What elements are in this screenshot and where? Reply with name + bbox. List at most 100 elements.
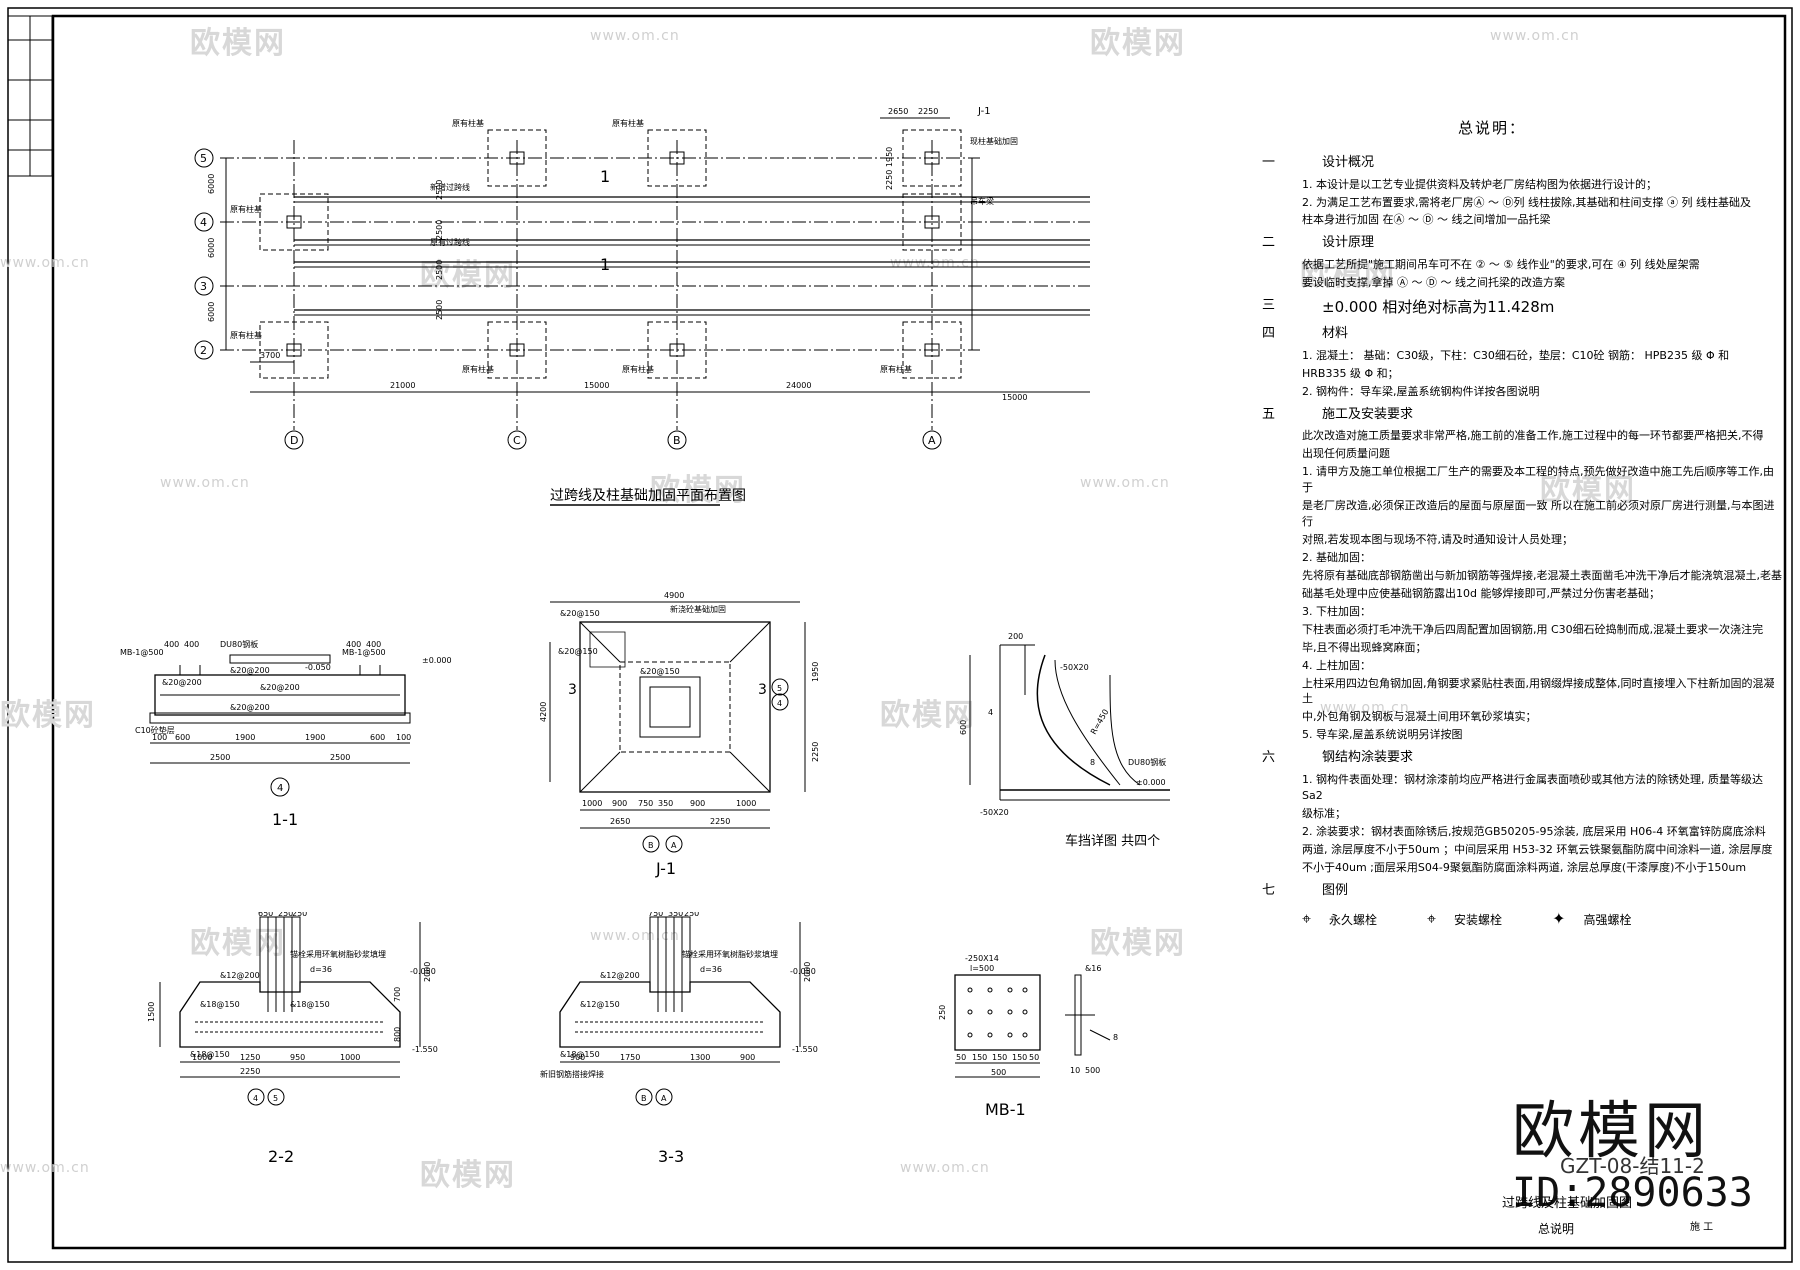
watermark-url: www.om.cn <box>0 1160 90 1176</box>
label: l=500 <box>970 964 994 973</box>
axis-5: 5 <box>200 152 207 165</box>
watermark-brand: 欧模网 <box>1090 26 1186 61</box>
dim-right: 2000 <box>803 962 812 982</box>
axis: B <box>641 1094 647 1103</box>
notes-section-heading: 七 图例 <box>1262 882 1782 901</box>
label: -50X20 <box>1060 663 1089 672</box>
notes-item: 依据工艺所提"施工期间吊车可不在 ② ～ ⑤ 线作业"的要求,可在 ④ 列 线处… <box>1302 258 1700 272</box>
dim-bottom: 1000 <box>192 1053 212 1062</box>
rebar: &20@200 <box>230 666 270 675</box>
dim-top: 4900 <box>664 591 684 600</box>
section-number: 七 <box>1262 882 1276 898</box>
label: -0.050 <box>790 967 816 976</box>
legend-item: ⌖安装螺栓 <box>1427 907 1502 930</box>
watermark-brand: 欧模网 <box>0 698 96 733</box>
label: d=36 <box>310 965 332 974</box>
rebar: &12@150 <box>580 1000 620 1009</box>
section-title: 图例 <box>1322 882 1349 898</box>
label: MB-1@500 <box>120 648 164 657</box>
dim-top-v: 2250 1950 <box>885 147 894 190</box>
dim-top: 2250 <box>918 107 938 116</box>
section-number: 二 <box>1262 235 1276 251</box>
dim-bottom: 2650 <box>610 817 630 826</box>
dim-bottom: 1300 <box>690 1053 710 1062</box>
dim-right: 2500 <box>435 220 444 240</box>
dim-bottom: 3700 <box>260 351 280 360</box>
watermark-url: www.om.cn <box>160 475 250 491</box>
rebar: &20@150 <box>560 609 600 618</box>
dim: 600 <box>370 733 385 742</box>
watermark-url: www.om.cn <box>1320 700 1410 716</box>
dim-bottom: 750 <box>638 799 653 808</box>
notes-item: 础基毛处理中应使基础钢筋露出10d 能够焊接即可,严禁过分伤害老基础； <box>1302 586 1660 600</box>
notes-item: 2. 涂装要求：钢材表面除锈后,按规范GB50205-95涂装, 底层采用 H0… <box>1302 824 1766 838</box>
dim: 100 <box>396 733 411 742</box>
legend: ⌖永久螺栓⌖安装螺栓✦高强螺栓 <box>1262 907 1782 930</box>
section-2-2: 650 250 250 锚栓采用环氧树脂砂浆填埋 d=36 -0.050 -1.… <box>147 912 438 1166</box>
dim-left: 6000 <box>207 174 216 194</box>
rebar: &18@150 <box>190 1050 230 1059</box>
dim-bottom: 1000 <box>736 799 756 808</box>
notes-item: 4. 上柱加固： <box>1302 658 1371 672</box>
detail-title: MB-1 <box>985 1100 1026 1119</box>
legend-item: ✦高强螺栓 <box>1552 907 1631 930</box>
dim: 600 <box>175 733 190 742</box>
dim-bottom: 900 <box>740 1053 755 1062</box>
dim: 250 <box>938 1005 947 1020</box>
title-block-stage: 施 工 <box>1690 1222 1714 1233</box>
watermark-brand: 欧模网 <box>1090 926 1186 961</box>
dim: 50 <box>956 1053 966 1062</box>
rebar: &20@200 <box>162 678 202 687</box>
dim-left: 4200 <box>540 702 548 722</box>
notes-item: 先将原有基础底部钢筋凿出与新加钢筋等强焊接,老混凝土表面凿毛冲洗干净后才能浇筑混… <box>1302 568 1782 582</box>
rebar: &20@150 <box>640 667 680 676</box>
watermark-url: www.om.cn <box>900 1160 990 1176</box>
notes-section-heading: 二设计原理 <box>1262 234 1782 253</box>
dim-right: 2500 <box>435 180 444 200</box>
watermark-logo: 欧模网 <box>1512 1094 1711 1167</box>
label: -1.550 <box>792 1045 818 1054</box>
notes-item: 两道, 涂层厚度不小于50um ；中间层采用 H53-32 环氧云铁聚氨酯防腐中… <box>1302 842 1773 856</box>
dim: 100 <box>152 733 167 742</box>
notes-item: 上柱采用四边包角钢加固,角钢要求紧贴柱表面,用钢缀焊接成整体,同时直接埋入下柱新… <box>1302 676 1775 706</box>
bolt-icon: ⌖ <box>1427 908 1437 928</box>
watermark-brand: 欧模网 <box>1300 258 1396 293</box>
legend-label: 永久螺栓 <box>1329 912 1378 927</box>
notes-item: 1. 钢构件表面处理：钢材涂漆前均应严格进行金属表面喷砂或其他方法的除锈处理, … <box>1302 773 1763 803</box>
dim-bottom: 1000 <box>340 1053 360 1062</box>
dim: 2500 <box>330 753 350 762</box>
label: -250X14 <box>965 955 999 963</box>
watermark-brand: 欧模网 <box>420 1158 516 1193</box>
section-mark: 3 <box>568 682 577 698</box>
notes-item: HRB335 级 Φ 和； <box>1302 366 1399 380</box>
dim: 200 <box>1008 632 1023 641</box>
notes-item: 5. 导车梁,屋盖系统说明另详按图 <box>1302 728 1463 742</box>
dim: 150 <box>1012 1053 1027 1062</box>
section-title: 钢结构涂装要求 <box>1322 750 1414 766</box>
dim-bottom: 1000 <box>582 799 602 808</box>
notes-section-heading: 五施工及安装要求 <box>1262 406 1782 425</box>
dim-bottom: 900 <box>690 799 705 808</box>
label: C10砼垫层 <box>135 725 175 735</box>
dim-bottom: 1750 <box>620 1053 640 1062</box>
notes-item: 1. 本设计是以工艺专业提供资料及转炉老厂房结构图为依据进行设计的； <box>1302 177 1657 191</box>
dim: 1900 <box>305 733 325 742</box>
legend-label: 高强螺栓 <box>1583 912 1632 927</box>
axis: A <box>661 1094 667 1103</box>
label: 8 <box>1090 758 1095 767</box>
dim-top: 400 <box>184 640 199 649</box>
notes-section-heading: 一设计概况 <box>1262 154 1782 173</box>
dim-bottom: 350 <box>658 799 673 808</box>
axis: 4 <box>277 783 283 794</box>
dim: 2500 <box>210 753 230 762</box>
label-rail: 原有过跨线 <box>430 237 470 247</box>
dim-top: 250 <box>684 912 699 918</box>
notes-title: 总说明： <box>1457 119 1526 137</box>
rebar: &20@200 <box>230 703 270 712</box>
label: 锚栓采用环氧树脂砂浆填埋 <box>682 949 778 959</box>
watermark-id: ID:2890633 <box>1512 1170 1753 1216</box>
label-foundation: 原有柱基 <box>452 118 484 128</box>
legend-item: ⌖永久螺栓 <box>1302 907 1377 930</box>
dim-bottom: 15000 <box>584 381 609 390</box>
